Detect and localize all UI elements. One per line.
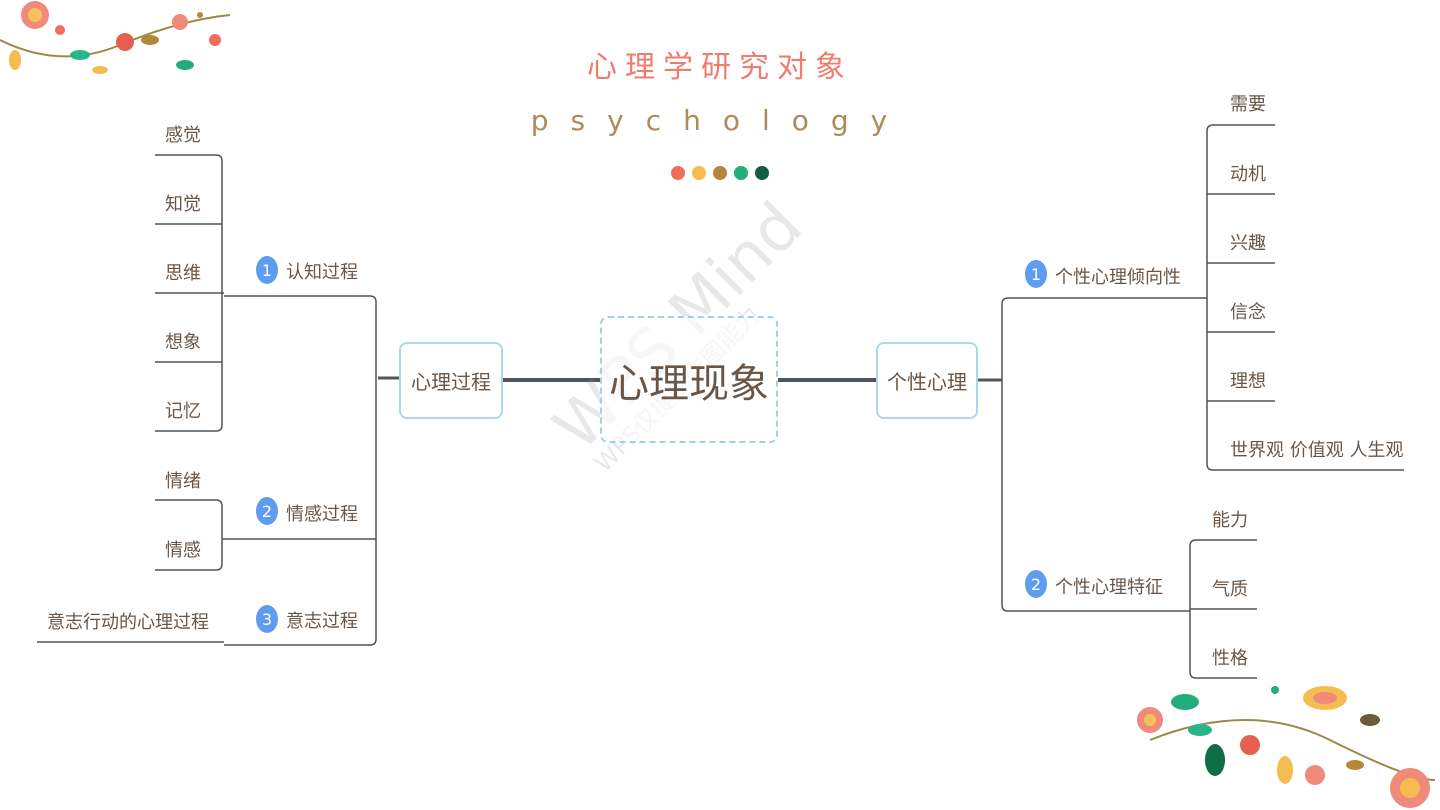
number-badge: 1 [256, 256, 278, 284]
color-dot [692, 166, 706, 180]
branch-tendency[interactable]: 个性心理倾向性 [1055, 267, 1181, 288]
page-subtitle: psychology [530, 104, 910, 137]
leaf-node[interactable]: 理想 [1230, 371, 1266, 392]
number-badge: 2 [256, 497, 278, 525]
branch-cognitive[interactable]: 认知过程 [286, 262, 358, 283]
color-dot [713, 166, 727, 180]
leaf-node[interactable]: 性格 [1212, 648, 1248, 669]
leaf-node[interactable]: 想象 [165, 332, 201, 353]
node-mental-process[interactable]: 心理过程 [399, 342, 503, 419]
leaf-node[interactable]: 能力 [1212, 510, 1248, 531]
leaf-node[interactable]: 世界观 价值观 人生观 [1230, 440, 1404, 461]
page-title: 心理学研究对象 [587, 50, 853, 85]
number-badge: 3 [256, 605, 278, 633]
branch-emotion[interactable]: 情感过程 [286, 504, 358, 525]
flower-decoration-bottom-right [1137, 686, 1436, 808]
leaf-node[interactable]: 记忆 [165, 401, 201, 422]
leaf-node[interactable]: 动机 [1230, 164, 1266, 185]
leaf-node[interactable]: 知觉 [165, 194, 201, 215]
leaf-node[interactable]: 需要 [1230, 94, 1266, 115]
leaf-node[interactable]: 感觉 [165, 125, 201, 146]
leaf-node[interactable]: 思维 [165, 263, 201, 284]
branch-will[interactable]: 意志过程 [286, 611, 358, 632]
leaf-node[interactable]: 兴趣 [1230, 233, 1266, 254]
color-dot [671, 166, 685, 180]
leaf-node[interactable]: 意志行动的心理过程 [47, 612, 209, 633]
leaf-node[interactable]: 情感 [165, 540, 201, 561]
flower-decoration-top-left [0, 1, 231, 74]
number-badge: 1 [1025, 260, 1047, 288]
leaf-node[interactable]: 情绪 [165, 471, 201, 492]
branch-traits[interactable]: 个性心理特征 [1055, 577, 1163, 598]
node-personality[interactable]: 个性心理 [876, 342, 978, 419]
leaf-node[interactable]: 信念 [1230, 302, 1266, 323]
root-node[interactable]: 心理现象 [600, 316, 778, 443]
color-dot [755, 166, 769, 180]
color-dot [734, 166, 748, 180]
number-badge: 2 [1025, 570, 1047, 598]
leaf-node[interactable]: 气质 [1212, 579, 1248, 600]
